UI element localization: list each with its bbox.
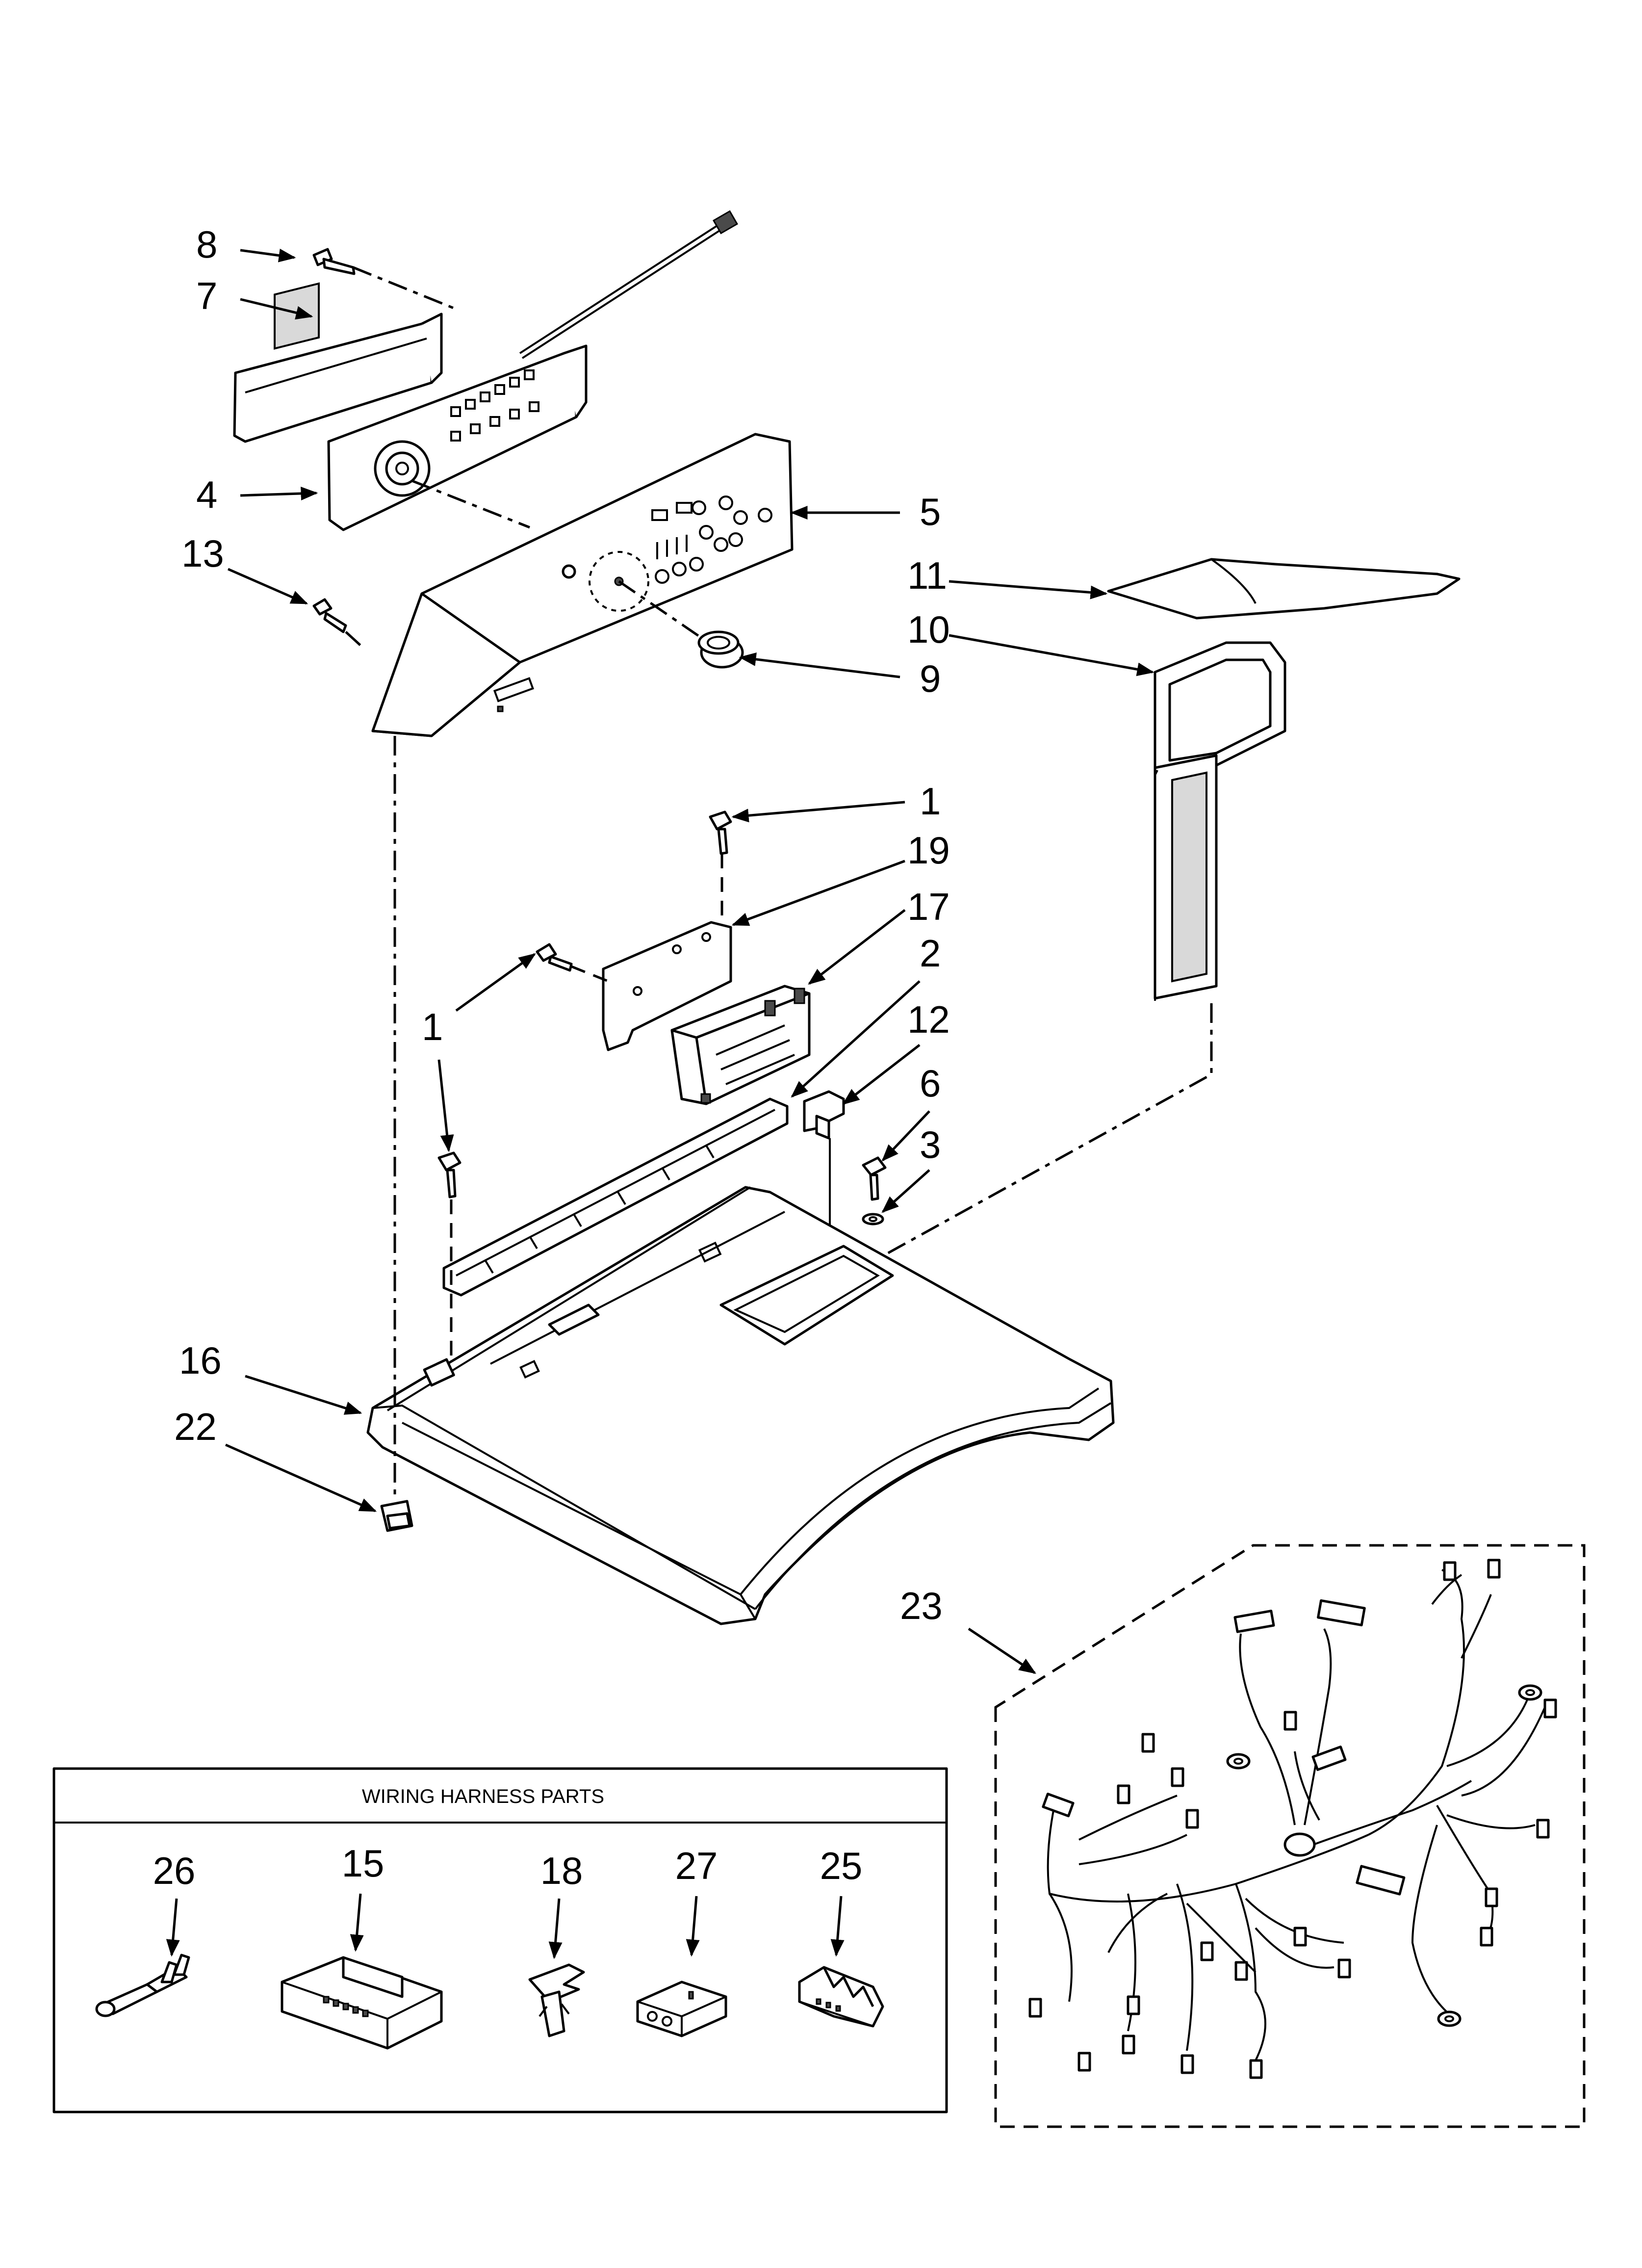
screw-part-13 [312, 598, 347, 633]
callout-4: 4 [196, 473, 217, 516]
control-board-part-4 [327, 344, 588, 531]
callout-labels: 8 7 4 13 5 11 10 9 1 19 17 1 2 12 6 3 16… [174, 223, 950, 1627]
callout-2: 2 [920, 932, 941, 975]
lint-cover-part-11 [1107, 558, 1461, 620]
screw-part-1-lower [437, 1151, 462, 1199]
wiring-harness-part-23 [994, 1544, 1586, 2128]
callout-17: 17 [907, 885, 950, 928]
console-part-5 [371, 433, 794, 737]
callout-leaders [225, 248, 1155, 1674]
terminal-block-part-17 [670, 985, 811, 1105]
callout-11: 11 [907, 554, 947, 597]
callout-12: 12 [907, 998, 950, 1041]
callout-10: 10 [907, 608, 950, 651]
foot-part-22 [380, 1500, 413, 1532]
clip-part-18-icon [528, 1963, 585, 2037]
callout-1-left: 1 [422, 1005, 443, 1048]
callout-16: 16 [179, 1339, 222, 1382]
callout-8: 8 [196, 223, 217, 266]
clip-part-12 [803, 1090, 845, 1140]
callout-22: 22 [174, 1405, 217, 1448]
callout-7: 7 [196, 274, 217, 317]
callout-9: 9 [920, 657, 941, 700]
harness-item-15: 15 [342, 1842, 385, 1885]
block-part-27-icon [636, 1981, 727, 2037]
rail-part-2 [442, 1097, 789, 1297]
housing-part-25-icon [798, 1966, 884, 2028]
bracket-part-19 [602, 921, 732, 1051]
wiring-box-title: WIRING HARNESS PARTS [362, 1786, 604, 1807]
callout-1-top: 1 [920, 780, 941, 823]
callout-23: 23 [900, 1584, 943, 1627]
callout-19: 19 [907, 829, 950, 872]
harness-item-18: 18 [540, 1849, 583, 1892]
harness-item-25: 25 [820, 1844, 863, 1887]
ribbon-cable [519, 222, 722, 354]
wiring-harness-parts-box: WIRING HARNESS PARTS 26 15 18 27 25 [52, 1767, 948, 2113]
callout-5: 5 [920, 490, 941, 533]
screw-part-8 [312, 248, 356, 275]
lint-screen-part-10 [1154, 641, 1286, 1001]
callout-13: 13 [181, 532, 224, 575]
control-board-group [233, 210, 739, 531]
top-panel-part-16 [366, 1186, 1115, 1625]
harness-dashed-boundary [994, 1544, 1586, 2128]
callout-6: 6 [920, 1062, 941, 1105]
cable-connector [712, 210, 739, 235]
knob-part-9 [697, 630, 744, 669]
terminal-part-26-icon [95, 1954, 190, 2017]
harness-item-27: 27 [675, 1844, 718, 1887]
screw-part-1-top [709, 810, 732, 855]
screw-part-1-left [536, 943, 573, 972]
screw-part-6 [862, 1156, 887, 1201]
harness-item-26: 26 [153, 1849, 196, 1892]
callout-3: 3 [920, 1123, 941, 1166]
washer-part-3 [862, 1213, 884, 1225]
connector-housing-part-15-icon [281, 1956, 443, 2050]
